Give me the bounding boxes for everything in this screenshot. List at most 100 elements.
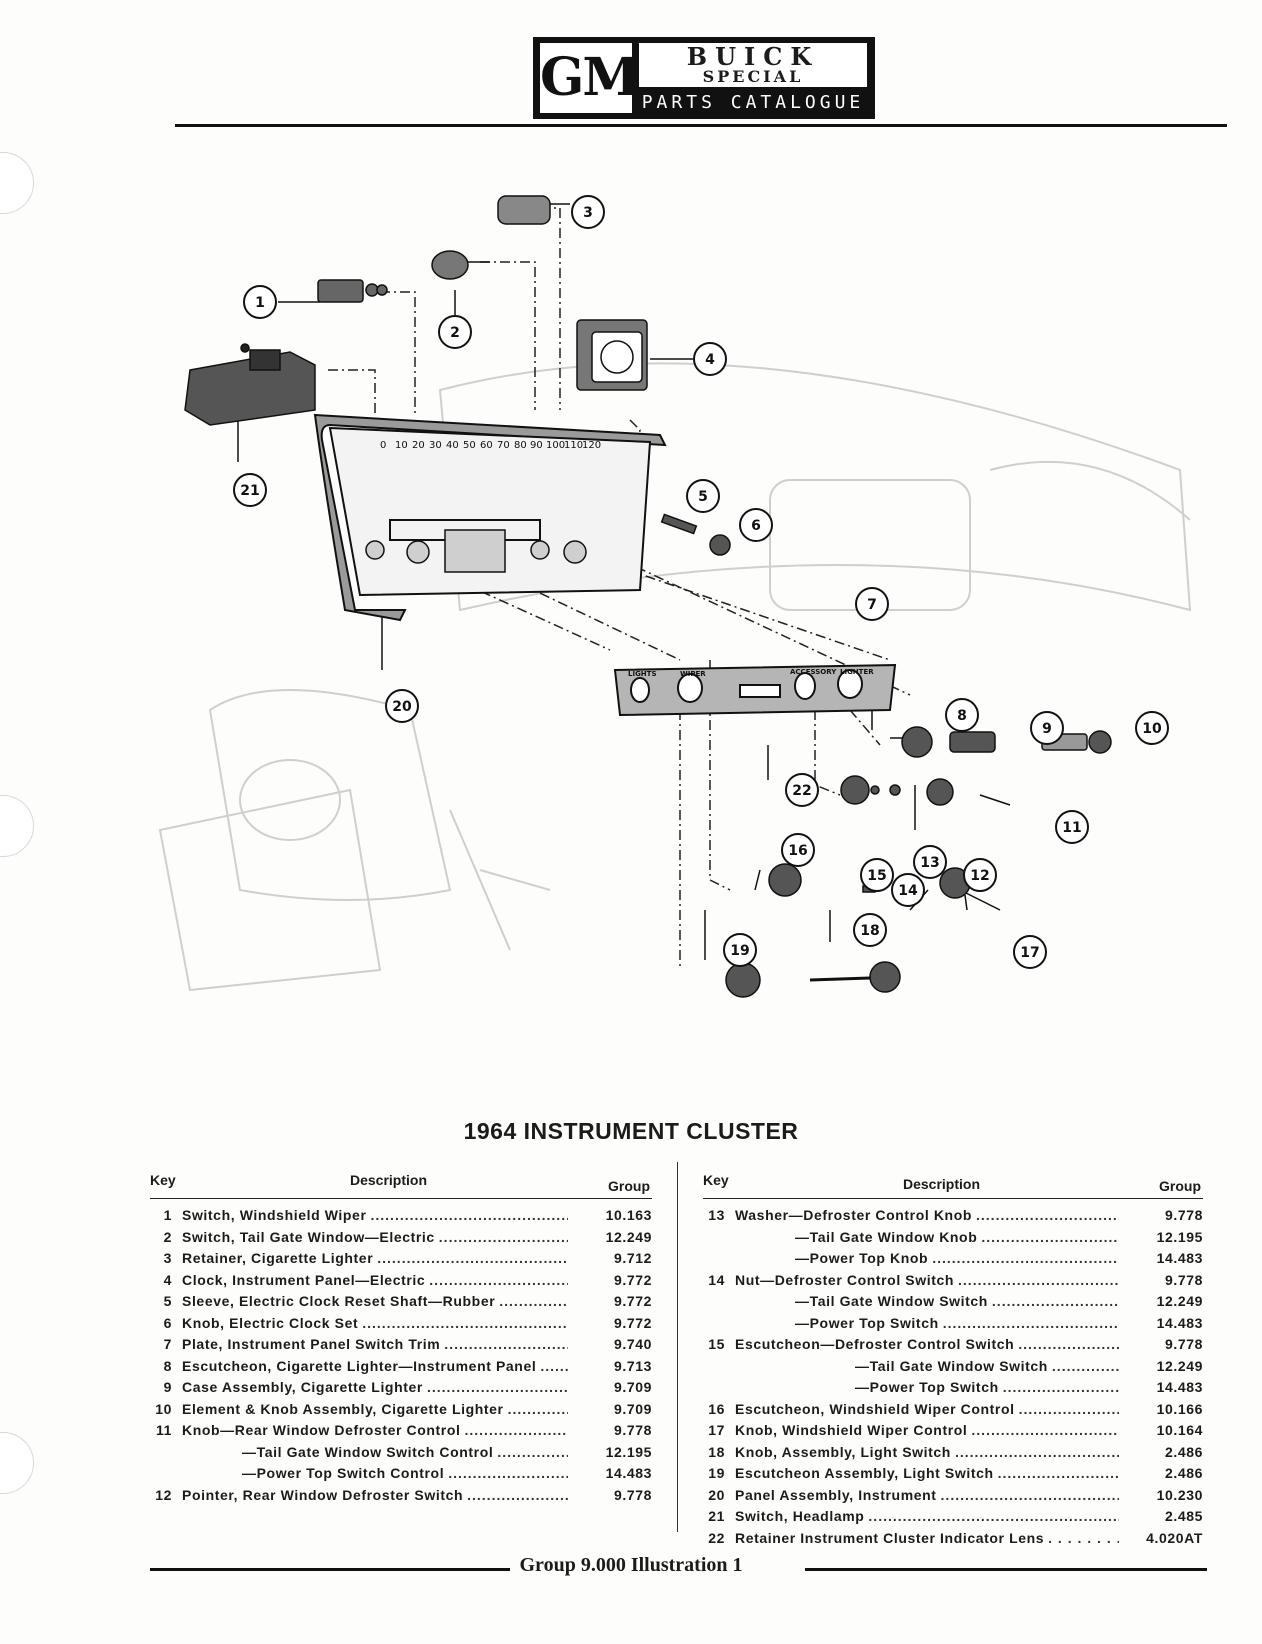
part-description: —Tail Gate Window Knob xyxy=(795,1228,978,1245)
header-description: Description xyxy=(350,1172,428,1188)
logo-make-box: BUICK SPECIAL xyxy=(639,43,867,87)
svg-text:9: 9 xyxy=(1042,721,1052,737)
instrument-cluster-diagram: 0 10 20 30 40 50 60 70 80 90 100 110 120… xyxy=(158,195,1192,998)
part-group: 10.164 xyxy=(1156,1422,1203,1438)
part-description-cell: Switch, Tail Gate Window—Electric.......… xyxy=(182,1227,572,1249)
callout-19: 19 xyxy=(723,933,757,967)
part-description: Escutcheon—Defroster Control Switch xyxy=(735,1336,1015,1352)
part-description: —Power Top Knob xyxy=(795,1250,929,1266)
table-row: —Power Top Switch Control...............… xyxy=(150,1463,652,1485)
part-key: 9 xyxy=(163,1379,172,1395)
logo-make: BUICK xyxy=(686,42,820,71)
svg-text:4: 4 xyxy=(705,352,715,368)
svg-text:5: 5 xyxy=(698,489,708,505)
part-description-cell: Panel Assembly, Instrument..............… xyxy=(735,1485,1123,1507)
callout-18: 18 xyxy=(853,913,887,947)
callout-1: 1 xyxy=(243,285,277,319)
part-description-cell: —Power Top Switch Control...............… xyxy=(242,1463,572,1485)
dot-leader: ........................................… xyxy=(362,1314,568,1331)
part-key: 10 xyxy=(155,1400,172,1417)
speedometer-tick: 10 xyxy=(395,440,408,451)
part-description-cell: Case Assembly, Cigarette Lighter........… xyxy=(182,1377,572,1399)
dot-leader: ........................................… xyxy=(497,1443,568,1460)
part-key: 15 xyxy=(708,1336,725,1352)
part-description-cell: —Power Top Switch.......................… xyxy=(855,1377,1123,1399)
header-group: Group xyxy=(608,1178,650,1194)
dot-leader: ........................................… xyxy=(954,1443,1119,1460)
part-description-cell: Retainer Instrument Cluster Indicator Le… xyxy=(735,1528,1123,1550)
speedometer-scale: 0 10 20 30 40 50 60 70 80 90 100 110 120 xyxy=(380,440,601,451)
callout-11: 11 xyxy=(1055,810,1089,844)
table-row: 17 Knob, Windshield Wiper Control........… xyxy=(703,1420,1203,1442)
part-group: 9.778 xyxy=(1164,1207,1203,1223)
part-key: 21 xyxy=(708,1508,725,1524)
dot-leader: ........................................… xyxy=(1018,1336,1119,1352)
svg-text:12: 12 xyxy=(970,868,989,884)
callout-4: 4 xyxy=(693,342,727,376)
part-description-cell: —Tail Gate Window Knob..................… xyxy=(795,1227,1123,1249)
part-group: 14.483 xyxy=(1156,1314,1203,1331)
table-row: —Tail Gate Window Switch Control........… xyxy=(150,1442,652,1464)
binder-hole xyxy=(0,152,34,214)
part-description: —Tail Gate Window Switch Control xyxy=(242,1443,494,1460)
part-group: 14.483 xyxy=(605,1465,652,1481)
part-description: —Power Top Switch xyxy=(855,1379,999,1395)
svg-text:17: 17 xyxy=(1020,945,1039,961)
callout-14: 14 xyxy=(891,873,925,907)
speedometer-tick: 50 xyxy=(463,440,476,451)
part-group: 9.778 xyxy=(1164,1271,1203,1288)
part-description: Escutcheon, Cigarette Lighter—Instrument… xyxy=(182,1357,537,1374)
part-group: 4.020AT xyxy=(1146,1529,1203,1546)
part-description-cell: Clock, Instrument Panel—Electric........… xyxy=(182,1270,572,1292)
part-description: —Tail Gate Window Switch xyxy=(795,1293,988,1309)
callout-12: 12 xyxy=(963,858,997,892)
part-description-cell: Escutcheon Assembly, Light Switch.......… xyxy=(735,1463,1123,1485)
part-key: 12 xyxy=(155,1486,172,1503)
header-group: Group xyxy=(1159,1178,1201,1194)
callout-15: 15 xyxy=(860,858,894,892)
part-key: 20 xyxy=(708,1486,725,1503)
dot-leader: ........................................… xyxy=(932,1250,1119,1266)
table-header: Key Description Group xyxy=(703,1162,1203,1199)
speedometer-tick: 0 xyxy=(380,440,386,451)
dot-leader: ........................................… xyxy=(958,1271,1119,1288)
part-group: 9.778 xyxy=(1164,1336,1203,1352)
svg-text:6: 6 xyxy=(751,518,761,534)
tail-gate-switch xyxy=(431,250,490,280)
wiper-switch xyxy=(317,279,388,303)
table-row: 20 Panel Assembly, Instrument............… xyxy=(703,1485,1203,1507)
svg-text:8: 8 xyxy=(957,708,967,724)
speedometer-tick: 90 xyxy=(530,440,543,451)
part-group: 2.486 xyxy=(1164,1465,1203,1481)
part-group: 12.249 xyxy=(1156,1293,1203,1309)
callout-3: 3 xyxy=(571,195,605,229)
part-description: Escutcheon, Windshield Wiper Control xyxy=(735,1400,1015,1417)
speedometer-tick: 80 xyxy=(514,440,527,451)
header-rule xyxy=(175,124,1227,127)
part-group: 10.230 xyxy=(1156,1486,1203,1503)
callout-5: 5 xyxy=(686,479,720,513)
part-description: Washer—Defroster Control Knob xyxy=(735,1207,973,1223)
part-group: 9.772 xyxy=(613,1271,652,1288)
dot-leader: ........................................… xyxy=(429,1271,568,1288)
dot-leader: ........................................… xyxy=(540,1357,568,1374)
svg-text:18: 18 xyxy=(860,923,879,939)
part-key: 17 xyxy=(708,1422,725,1438)
part-description-cell: Knob, Windshield Wiper Control..........… xyxy=(735,1420,1123,1442)
trim-label-wiper: WIPER xyxy=(680,670,706,678)
svg-text:20: 20 xyxy=(392,699,412,715)
part-group: 10.166 xyxy=(1156,1400,1203,1417)
part-description-cell: Switch, Headlamp........................… xyxy=(735,1506,1123,1528)
part-description: Nut—Defroster Control Switch xyxy=(735,1271,955,1288)
part-description: Panel Assembly, Instrument xyxy=(735,1486,937,1503)
part-description-cell: Nut—Defroster Control Switch............… xyxy=(735,1270,1123,1292)
